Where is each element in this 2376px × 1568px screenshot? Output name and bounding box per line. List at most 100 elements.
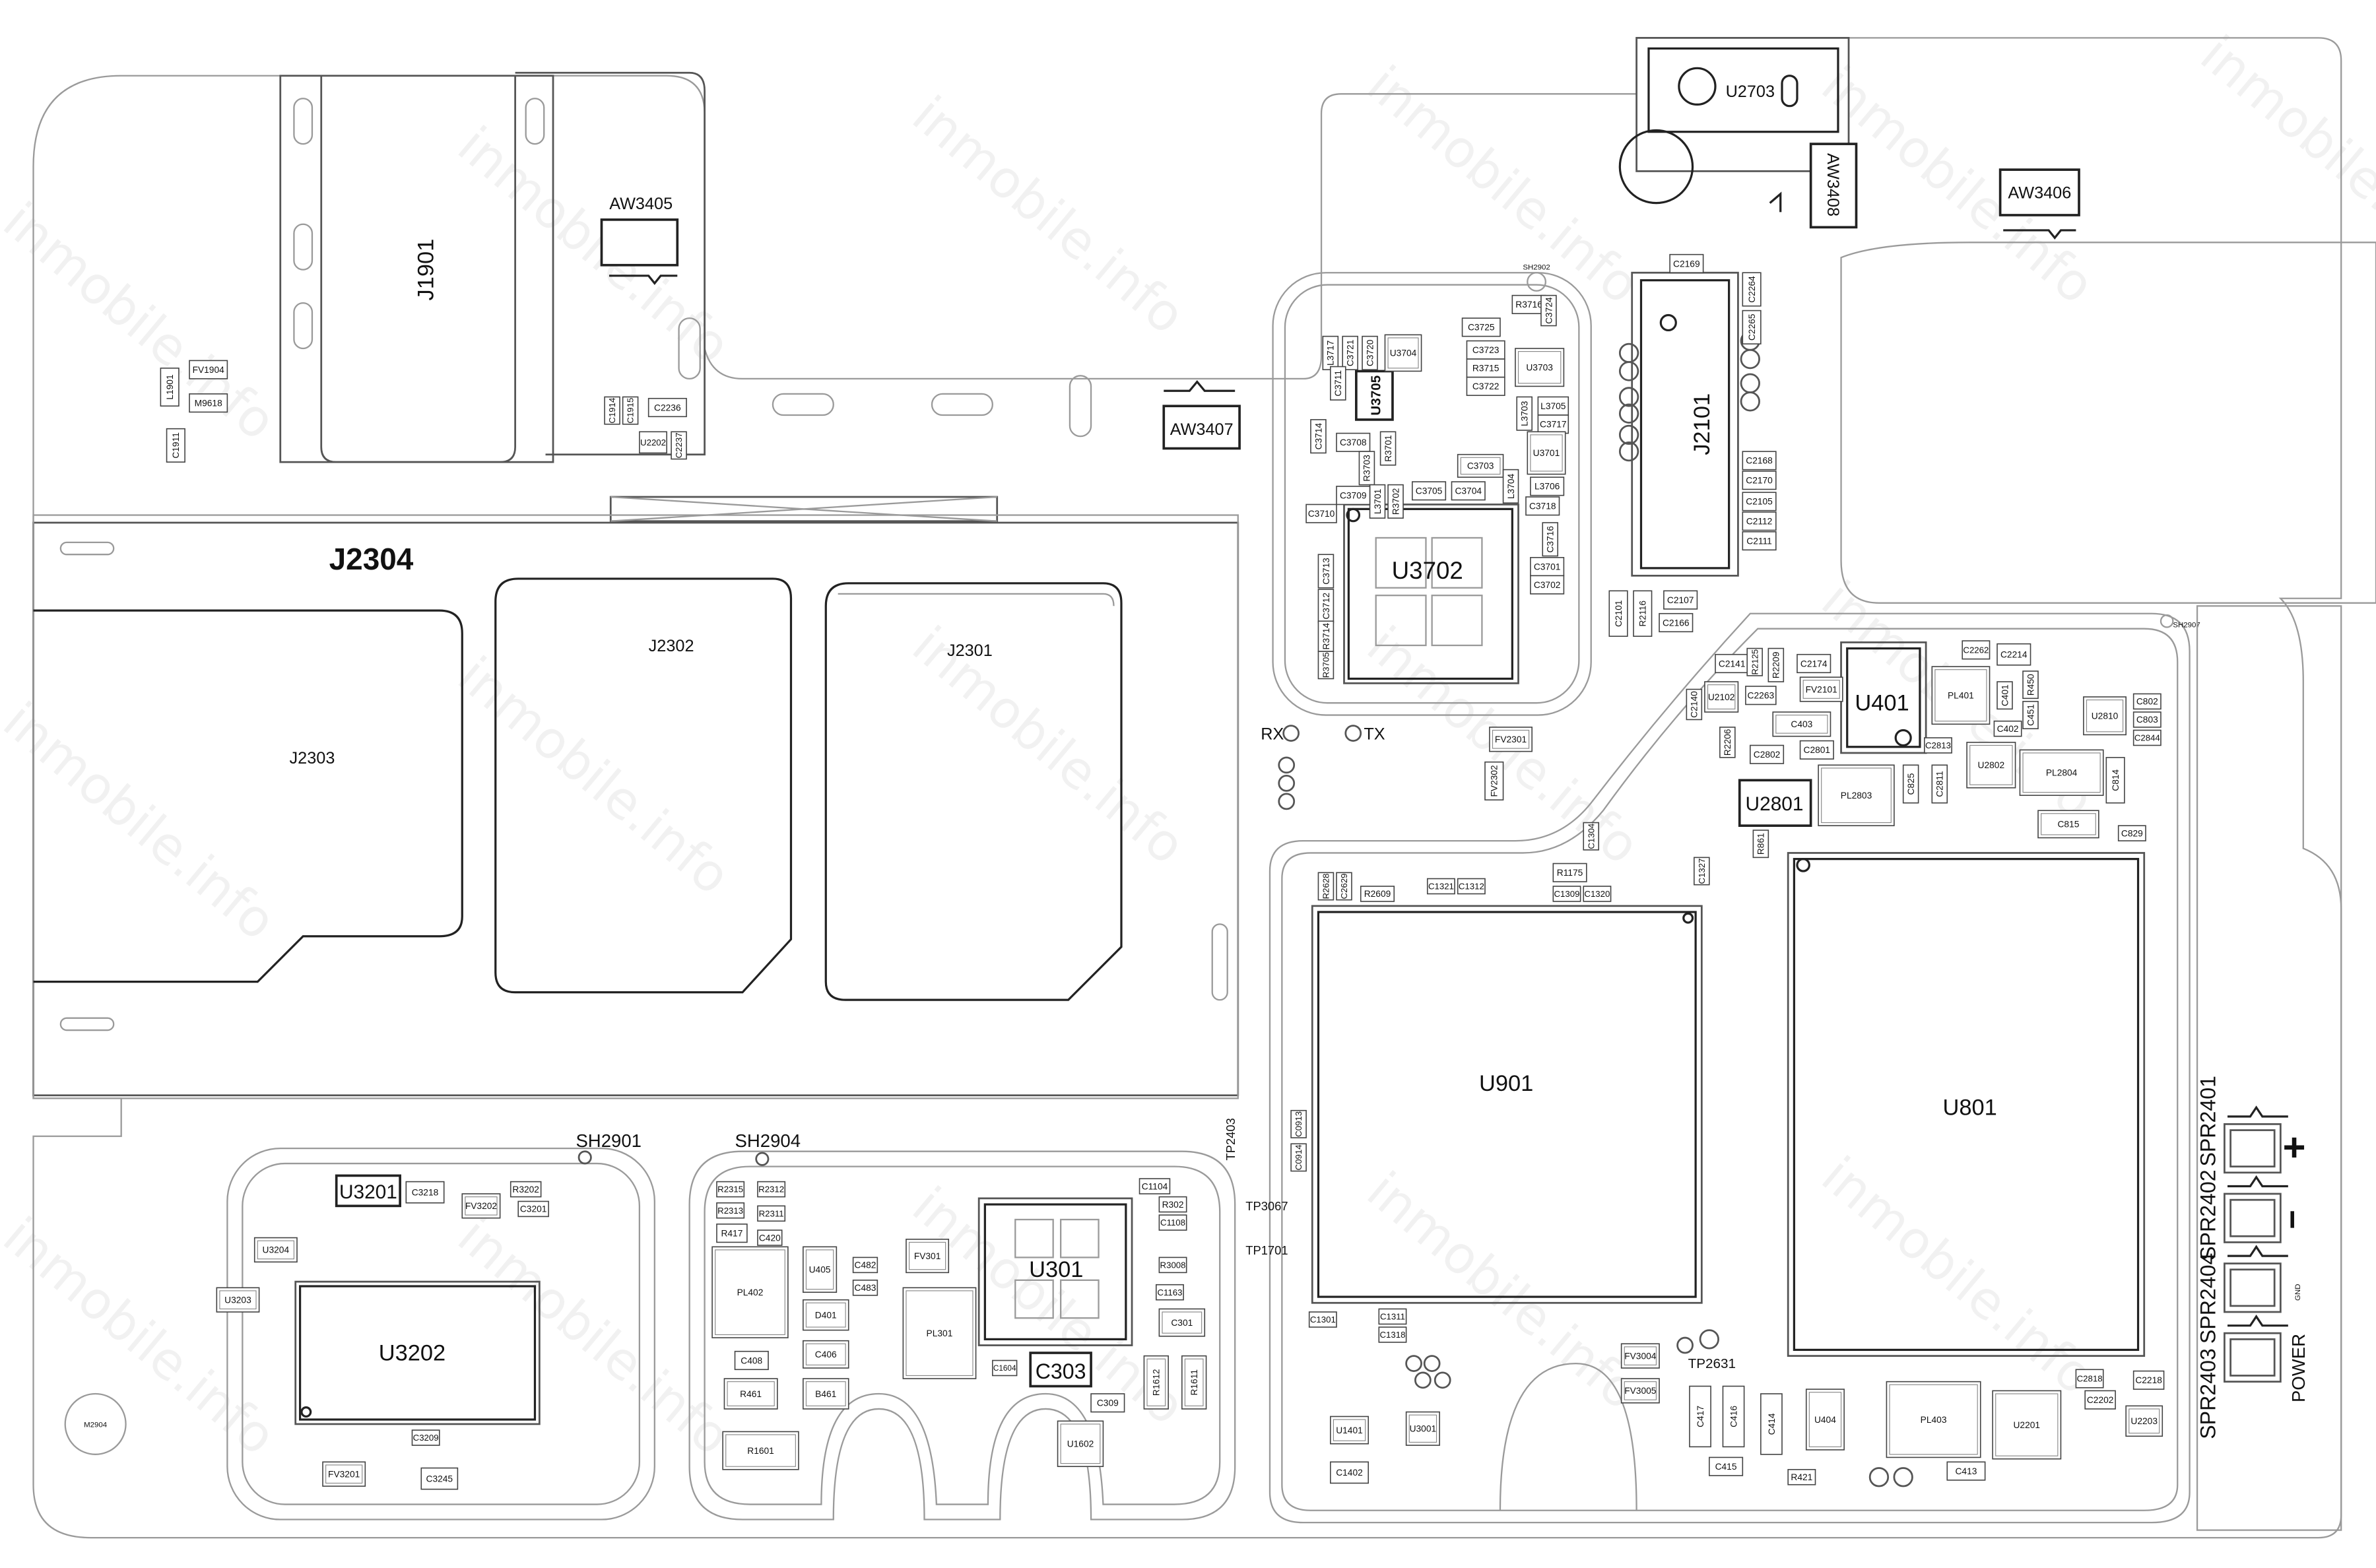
component-c2140: C2140: [1686, 688, 1703, 721]
component-outline: [1752, 830, 1769, 859]
component-outline: [1384, 334, 1422, 372]
component-label: R2315: [717, 1185, 743, 1194]
component-label: U1401: [1336, 1425, 1363, 1435]
component-label: U2102: [1708, 692, 1735, 702]
component-c2105: C2105: [1742, 492, 1777, 511]
component-outline: [1308, 1311, 1337, 1328]
component-outline: [639, 431, 668, 454]
component-outline: [757, 1229, 783, 1246]
component-pl301: PL301: [902, 1287, 977, 1379]
component-fv1904: FV1904: [189, 360, 228, 379]
component-c2111: C2111: [1742, 531, 1777, 551]
component-u1602: U1602: [1057, 1420, 1104, 1467]
tp3067-label: TP3067: [1245, 1199, 1288, 1213]
component-outline: [1358, 451, 1375, 486]
component-r2628: R2628: [1317, 872, 1335, 901]
component-label: C1911: [171, 432, 181, 459]
component-label: PL2803: [1841, 791, 1872, 800]
component-outline: [1515, 348, 1565, 387]
component-label: C482: [855, 1260, 876, 1270]
component-outline: [1996, 681, 2013, 710]
component-r2125: R2125: [1746, 647, 1763, 676]
component-u3203: U3203: [216, 1287, 260, 1313]
component-label: FV3202: [465, 1201, 497, 1211]
component-label: C3245: [426, 1474, 453, 1484]
component-label: C1311: [1380, 1312, 1405, 1322]
component-c3722: C3722: [1466, 376, 1505, 396]
component-outline: [1805, 1388, 1845, 1451]
component-c814: C814: [2105, 757, 2125, 804]
u3702-shield-area: SH2902 U3702 U3705: [1272, 264, 1592, 716]
component-outline: [160, 368, 180, 407]
component-outline: [2022, 670, 2039, 700]
j2302-label: J2302: [649, 637, 694, 655]
component-outline: [2037, 810, 2099, 839]
component-label: C3722: [1472, 381, 1500, 391]
component-label: C2237: [674, 432, 684, 458]
j2101-connector: J2101: [1618, 271, 1760, 577]
component-c3709: C3709: [1336, 486, 1371, 506]
component-label: R1175: [1557, 868, 1583, 878]
component-outline: [1715, 653, 1750, 674]
component-label: C2168: [1746, 456, 1773, 466]
component-outline: [1620, 1378, 1660, 1404]
component-label: C3201: [520, 1204, 547, 1214]
component-c1301: C1301: [1308, 1311, 1337, 1328]
component-c3703: C3703: [1457, 453, 1504, 478]
component-c3209: C3209: [411, 1429, 440, 1446]
component-c1108: C1108: [1158, 1214, 1187, 1231]
component-label: C1604: [993, 1364, 1016, 1373]
component-label: R1611: [1189, 1369, 1199, 1396]
component-r1612: R1612: [1143, 1355, 1169, 1410]
component-c1304: C1304: [1583, 822, 1599, 851]
component-d401: D401: [803, 1299, 849, 1331]
component-r2315: R2315: [716, 1181, 745, 1198]
component-r3705: R3705: [1317, 651, 1335, 680]
plus-sign: +: [2283, 1125, 2306, 1169]
component-label: C2811: [1935, 771, 1945, 797]
component-label: R2313: [717, 1206, 743, 1216]
component-outline: [1946, 1461, 1986, 1481]
component-label: R3702: [1391, 488, 1401, 515]
component-label: R1612: [1152, 1369, 1162, 1396]
component-label: C3724: [1544, 297, 1554, 324]
component-c2811: C2811: [1931, 764, 1948, 804]
component-c3201: C3201: [517, 1200, 549, 1218]
component-outline: [1516, 396, 1533, 431]
u3202-label: U3202: [379, 1340, 446, 1365]
component-outline: [2125, 1405, 2163, 1437]
component-outline: [671, 431, 687, 460]
component-label: R417: [721, 1228, 742, 1238]
u2703-label: U2703: [1726, 82, 1775, 101]
component-outline: [1158, 1257, 1187, 1274]
component-label: C2264: [1747, 276, 1757, 303]
component-r1175: R1175: [1552, 863, 1587, 882]
component-outline: [803, 1299, 849, 1331]
component-label: R3701: [1383, 435, 1393, 462]
component-outline: [1330, 366, 1346, 401]
aw3405-label: AW3405: [609, 195, 673, 213]
watermark-text: inmobile.info: [0, 191, 286, 452]
component-r2312: R2312: [757, 1181, 786, 1198]
component-outline: [1966, 742, 2016, 789]
component-label: C1108: [1160, 1218, 1185, 1227]
component-r417: R417: [716, 1224, 748, 1243]
component-outline: [1719, 727, 1736, 758]
component-label: C803: [2136, 715, 2158, 725]
component-c0913: C0913: [1290, 1109, 1307, 1138]
component-outline: [1290, 1143, 1307, 1172]
component-outline: [1317, 554, 1335, 589]
component-label: C2629: [1339, 873, 1349, 899]
component-label: U2810: [2092, 711, 2119, 721]
component-label: C1304: [1586, 824, 1596, 849]
component-label: C3701: [1534, 562, 1561, 572]
component-outline: [1996, 643, 2031, 666]
component-label: C3709: [1340, 490, 1367, 500]
aw3407-contact: AW3407: [1162, 379, 1241, 450]
component-label: PL401: [1948, 691, 1974, 701]
component-label: FV301: [914, 1251, 941, 1261]
component-outline: [1993, 720, 2022, 737]
component-c825: C825: [1902, 764, 1919, 804]
